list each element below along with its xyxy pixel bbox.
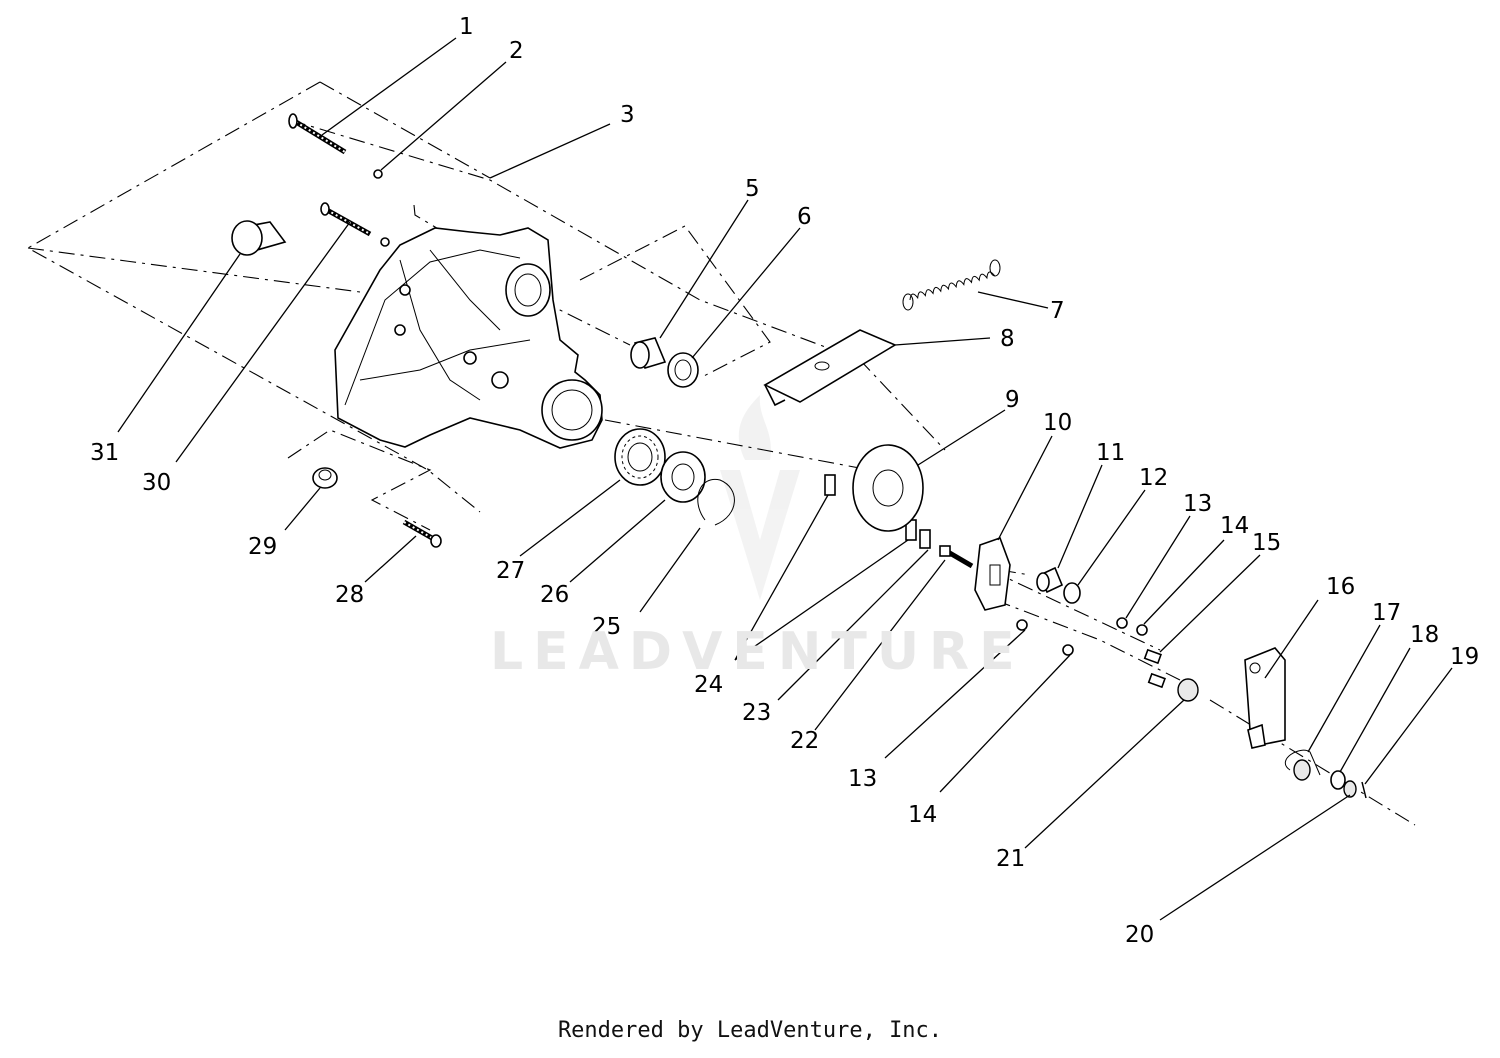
part-19-cotter-pin <box>1361 781 1367 799</box>
callout-20: 20 <box>1125 922 1154 948</box>
part-26-bearing <box>660 451 706 503</box>
part-31-bushing <box>231 220 287 256</box>
callout-16: 16 <box>1326 574 1355 600</box>
callout-11: 11 <box>1096 440 1125 466</box>
part-17-spring <box>1293 759 1311 781</box>
watermark-logo-icon <box>720 395 800 600</box>
callout-labels: 1 2 3 5 6 7 8 9 10 11 12 13 14 15 16 17 … <box>90 14 1479 948</box>
callout-9: 9 <box>1005 387 1020 413</box>
part-28-bolt <box>402 519 442 548</box>
footer-credit: Rendered by LeadVenture, Inc. <box>557 1018 943 1043</box>
part-11-spacer <box>1036 566 1064 594</box>
callout-14: 14 <box>1220 513 1249 539</box>
callout-27: 27 <box>496 558 525 584</box>
callout-18: 18 <box>1410 622 1439 648</box>
callout-3: 3 <box>620 102 635 128</box>
callout-17: 17 <box>1372 600 1401 626</box>
part-16-lever <box>1244 647 1286 749</box>
part-25-snap-ring <box>697 478 735 526</box>
assembly-lines <box>26 81 1416 826</box>
part-5-needle-bearing <box>630 337 667 369</box>
part-2-washer <box>373 169 383 179</box>
part-23-key <box>919 529 931 549</box>
gearcase-housing <box>334 227 603 449</box>
callout-14-lower: 14 <box>908 802 937 828</box>
part-15-pin <box>1143 648 1162 665</box>
callout-21: 21 <box>996 846 1025 872</box>
part-1-bolt <box>288 113 347 155</box>
part-12-washer <box>1063 582 1081 604</box>
callout-8: 8 <box>1000 326 1015 352</box>
part-17-clip <box>1284 749 1321 776</box>
part-13-nut <box>1116 617 1128 629</box>
callout-26: 26 <box>540 582 569 608</box>
callout-19: 19 <box>1450 644 1479 670</box>
callout-29: 29 <box>248 534 277 560</box>
part-24-key <box>824 474 836 496</box>
part-7-spring <box>902 259 1001 311</box>
callout-23: 23 <box>742 700 771 726</box>
callout-13: 13 <box>1183 491 1212 517</box>
callout-22: 22 <box>790 728 819 754</box>
watermark-text: LEADVENTURE <box>490 622 1025 682</box>
part-27-bearing <box>614 428 666 486</box>
part-15-pin-b <box>1147 672 1166 689</box>
part-14-nut-b <box>1062 644 1074 656</box>
callout-15: 15 <box>1252 530 1281 556</box>
part-22-screw <box>939 545 974 569</box>
callout-10: 10 <box>1043 410 1072 436</box>
callout-28: 28 <box>335 582 364 608</box>
part-20-nut <box>1343 780 1357 798</box>
part-8-bracket <box>763 329 897 407</box>
part-18-washer <box>1330 770 1346 790</box>
callout-5: 5 <box>745 176 760 202</box>
part-30-bolt <box>320 202 390 247</box>
part-10-block <box>974 536 1011 611</box>
callout-2: 2 <box>509 38 524 64</box>
callout-31: 31 <box>90 440 119 466</box>
callout-6: 6 <box>797 204 812 230</box>
callout-30: 30 <box>142 470 171 496</box>
callout-1: 1 <box>459 14 474 40</box>
callout-7: 7 <box>1050 298 1065 324</box>
callout-25: 25 <box>592 614 621 640</box>
callout-13-lower: 13 <box>848 766 877 792</box>
part-13-nut-b <box>1016 619 1028 631</box>
part-14-nut <box>1136 624 1148 636</box>
part-9-pulley <box>852 444 924 532</box>
callout-24: 24 <box>694 672 723 698</box>
part-29-plug <box>312 467 338 489</box>
callout-12: 12 <box>1139 465 1168 491</box>
part-6-seal <box>667 352 699 388</box>
part-21-spring <box>1177 678 1199 702</box>
leader-lines <box>117 37 1453 921</box>
